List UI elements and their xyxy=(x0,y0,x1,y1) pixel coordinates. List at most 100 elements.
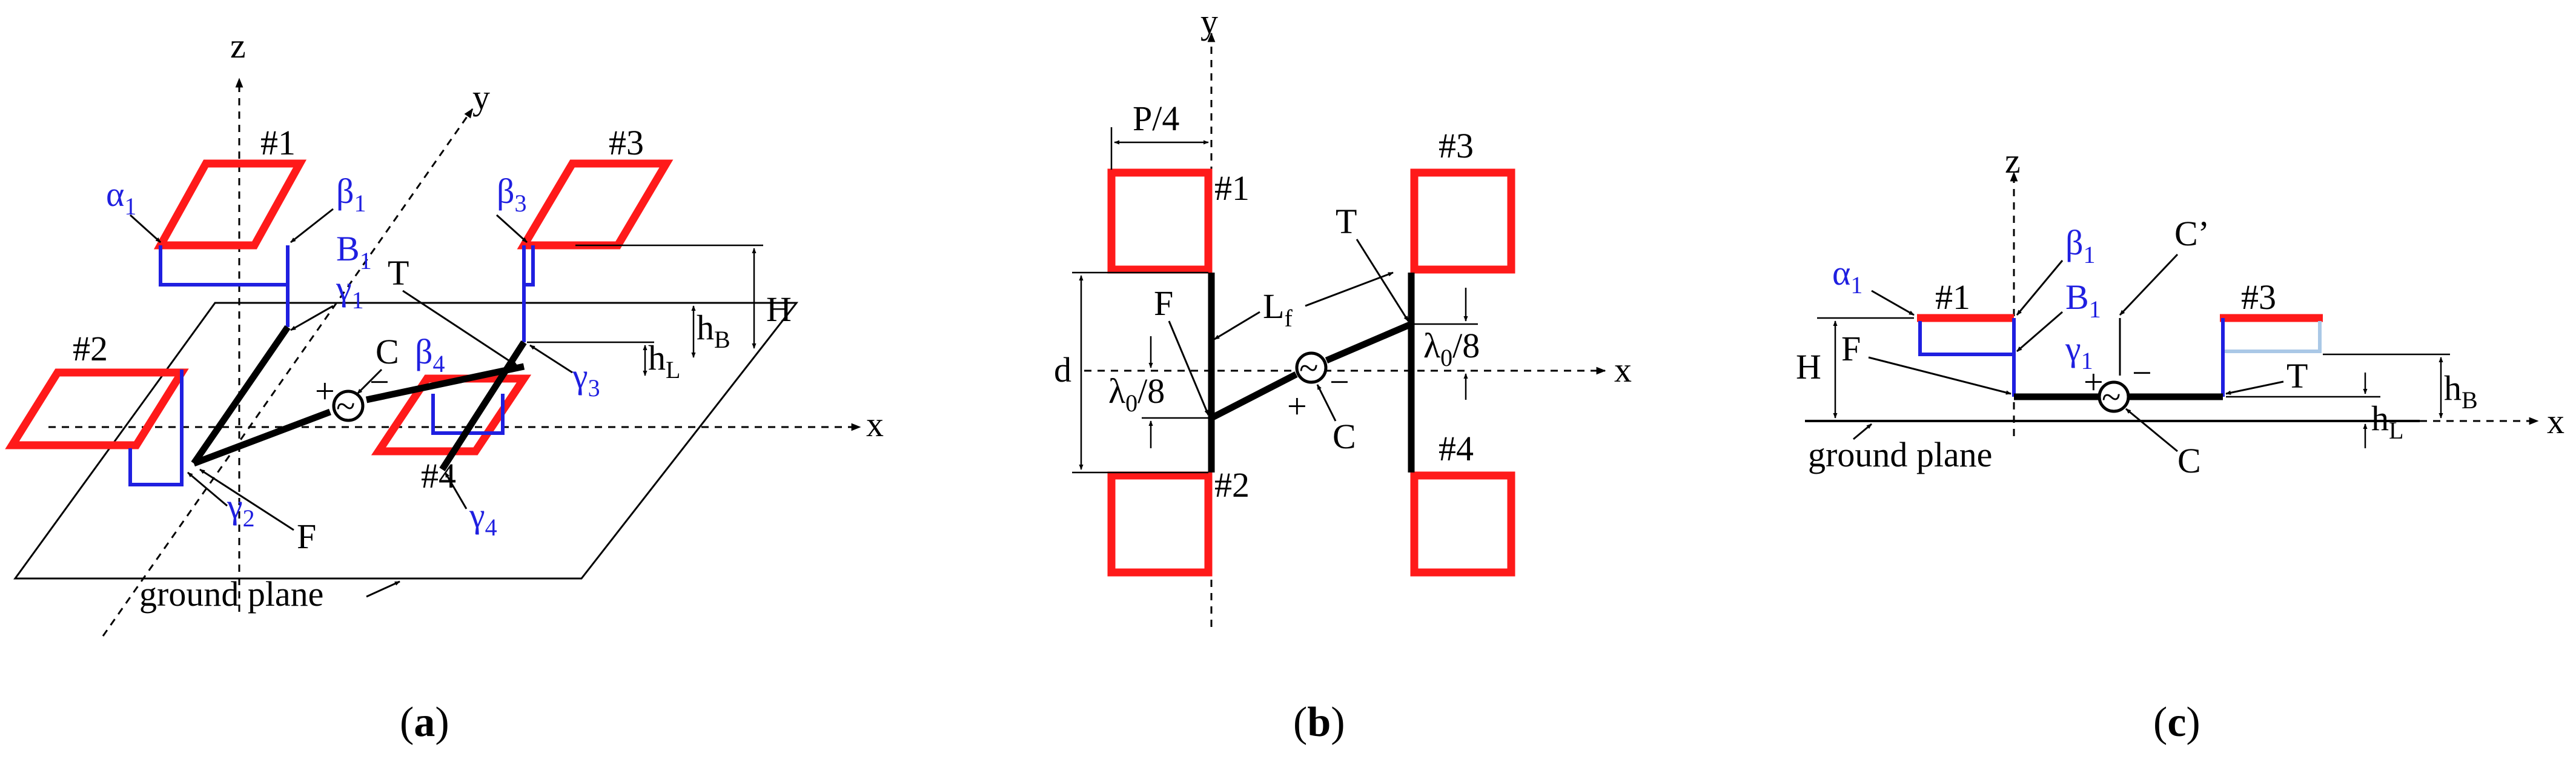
c-leader-b xyxy=(1316,384,1337,422)
bent-wire-2-a xyxy=(128,370,184,486)
feed-line-right-a xyxy=(365,363,525,403)
plus-a: + xyxy=(315,371,335,411)
gamma3-label-a: γ3 xyxy=(572,356,600,402)
panel-c: z x ~ + − H hB hL α1 #1 #3 β xyxy=(1796,141,2564,746)
element-3-a xyxy=(517,159,674,250)
beta1-label-c: β1 xyxy=(2065,223,2096,268)
gamma1-label-a: γ1 xyxy=(336,268,364,314)
gamma4-label-a: γ4 xyxy=(469,496,497,541)
d-label-b: d xyxy=(1054,350,1071,389)
caption-b: (b) xyxy=(1293,699,1345,746)
feed-line-left-a xyxy=(193,408,331,467)
f-label-c: F xyxy=(1841,329,1861,368)
minus-b: − xyxy=(1329,362,1349,402)
element-2-a xyxy=(5,368,189,449)
feed-line-right-b xyxy=(1325,320,1413,364)
x-axis-label-c: x xyxy=(2547,402,2564,441)
arm3-label-c: #3 xyxy=(2241,277,2276,317)
y-axis-label-a: y xyxy=(472,78,490,117)
feed-line-left-b xyxy=(1210,371,1298,421)
minus-c: − xyxy=(2132,353,2152,393)
b1-label-c: B1 xyxy=(2065,277,2101,323)
h-label-c: H xyxy=(1796,347,1821,386)
plus-c: + xyxy=(2084,362,2104,402)
gamma3-leader-a xyxy=(529,344,573,374)
minus-a: − xyxy=(369,362,389,402)
alpha1-leader-a xyxy=(129,214,162,244)
t-leader-b xyxy=(1356,239,1409,322)
beta1-label-a: β1 xyxy=(336,171,366,217)
beta1-leader-c xyxy=(2016,260,2064,316)
hb-label-a: hB xyxy=(697,308,730,353)
gamma1-label-c: γ1 xyxy=(2065,329,2093,374)
ground-label-c: ground plane xyxy=(1808,435,1992,474)
arm3-label-b: #3 xyxy=(1439,126,1474,165)
source-glyph-b: ~ xyxy=(1299,348,1318,388)
source-glyph-c: ~ xyxy=(2102,377,2121,417)
bent-wire-3-a xyxy=(524,245,535,287)
b1-label-a: B1 xyxy=(336,229,372,274)
hl-label-a: hL xyxy=(648,338,680,383)
lf-leader-left-b xyxy=(1214,311,1260,340)
c-label-b: C xyxy=(1333,417,1356,456)
plus-b: + xyxy=(1287,386,1307,426)
beta4-label-a: β4 xyxy=(415,332,445,377)
f-label-b: F xyxy=(1154,283,1173,323)
source-a xyxy=(332,389,365,422)
f-leader-b xyxy=(1168,320,1210,416)
bent-wire-1-a xyxy=(159,245,290,287)
f-leader-a xyxy=(199,468,294,531)
gamma4-leader-a xyxy=(444,472,468,509)
alpha1-label-c: α1 xyxy=(1832,253,1862,299)
caption-a: (a) xyxy=(400,699,449,746)
beta3-leader-a xyxy=(495,214,528,244)
y-axis-a xyxy=(102,108,474,637)
beta1-leader-a xyxy=(290,208,334,244)
ground-leader-c xyxy=(1853,423,1872,440)
source-c xyxy=(2098,380,2130,413)
arm3-label-a: #3 xyxy=(609,123,644,162)
ground-plane-a xyxy=(13,302,799,580)
x-axis-label-a: x xyxy=(866,405,884,444)
panel-a: z y x ~ + − #1 #2 xyxy=(5,26,884,746)
hb-label-c: hB xyxy=(2444,368,2478,414)
bent-wire-3-c xyxy=(2223,321,2322,353)
lf-leader-right-b xyxy=(1305,271,1394,307)
arm2-label-a: #2 xyxy=(73,329,108,368)
alpha1-label-a: α1 xyxy=(106,174,136,220)
c-label-a: C xyxy=(376,332,399,371)
c-prime-label-c: C’ xyxy=(2174,214,2210,253)
t-label-a: T xyxy=(388,253,409,293)
t-label-b: T xyxy=(1336,202,1357,241)
source-glyph-a: ~ xyxy=(336,386,355,426)
arm1-label-c: #1 xyxy=(1935,277,1970,317)
element-4-b xyxy=(1410,471,1515,577)
hl-label-c: hL xyxy=(2371,399,2403,444)
b1-leader-c xyxy=(2016,311,2063,353)
c-leader-a xyxy=(356,368,383,395)
element-4-a xyxy=(371,374,532,456)
t-leader-a xyxy=(402,290,518,368)
h-label-a: H xyxy=(766,290,792,329)
f-leader-c xyxy=(1868,356,2011,395)
c-leader-c xyxy=(2125,408,2178,452)
z-axis-label-c: z xyxy=(2005,141,2021,181)
gamma1-leader-a xyxy=(290,305,334,331)
source-b xyxy=(1295,351,1328,384)
caption-c: (c) xyxy=(2153,699,2200,746)
panel-b: y x ~ + − #1 #2 #3 #4 P/4 d λ0/8 xyxy=(1054,2,1632,746)
wire-1-a xyxy=(191,325,291,466)
element-1-b xyxy=(1107,168,1213,274)
arm2-label-b: #2 xyxy=(1214,465,1250,505)
element-3-b xyxy=(1410,168,1515,274)
element-1-a xyxy=(153,159,307,250)
element-2-b xyxy=(1107,471,1213,577)
ground-label-a: ground plane xyxy=(139,574,323,614)
lam-right-label-b: λ0/8 xyxy=(1423,326,1480,371)
arm4-label-b: #4 xyxy=(1439,429,1474,468)
gamma2-label-a: γ2 xyxy=(227,486,255,532)
z-axis-label-a: z xyxy=(230,26,246,65)
t-leader-c xyxy=(2225,380,2284,395)
bent-wire-1-c xyxy=(1918,321,2014,356)
c-prime-leader-c xyxy=(2119,253,2179,316)
